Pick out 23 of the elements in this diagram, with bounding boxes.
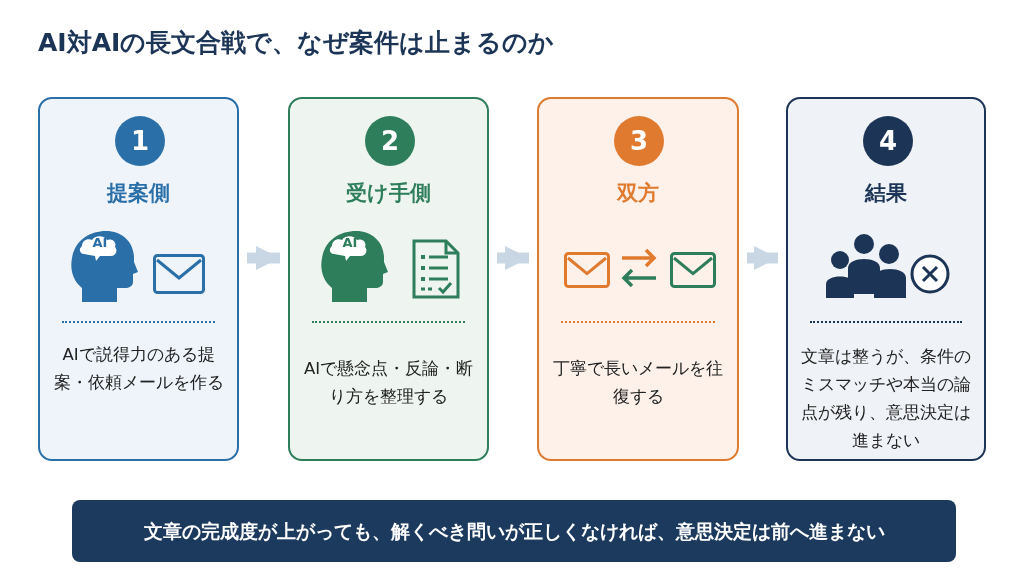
step-heading: 提案側 [105,180,171,207]
step-number: 1 [115,116,165,166]
step-heading: 結果 [863,180,908,207]
step-description: 丁寧で長いメールを往復する [552,358,724,408]
step-heading: 受け手側 [345,180,432,207]
step-card [786,97,986,461]
step-card [537,97,739,461]
icon-label: AI [91,235,109,250]
summary-banner: 文章の完成度が上がっても、解くべき問いが正しくなければ、意思決定は前へ進まない [72,500,956,562]
step-description: AIで懸念点・反論・断り方を整理する [302,358,475,408]
step-description: AIで説得力のある提案・依頼メールを作る [52,344,225,394]
title: AI対AIの長文合戦で、なぜ案件は止まるのか [38,27,555,59]
step-number: 4 [863,116,913,166]
step-number: 3 [614,116,664,166]
arrow [747,245,778,271]
arrow [247,245,280,271]
arrow [497,245,529,271]
step-number: 2 [365,116,415,166]
icon-label: AI [341,235,359,250]
step-description: 文章は整うが、条件のミスマッチや本当の論点が残り、意思決定は進まない [800,346,972,452]
step-card [288,97,489,461]
step-heading: 双方 [615,180,660,207]
step-card [38,97,239,461]
